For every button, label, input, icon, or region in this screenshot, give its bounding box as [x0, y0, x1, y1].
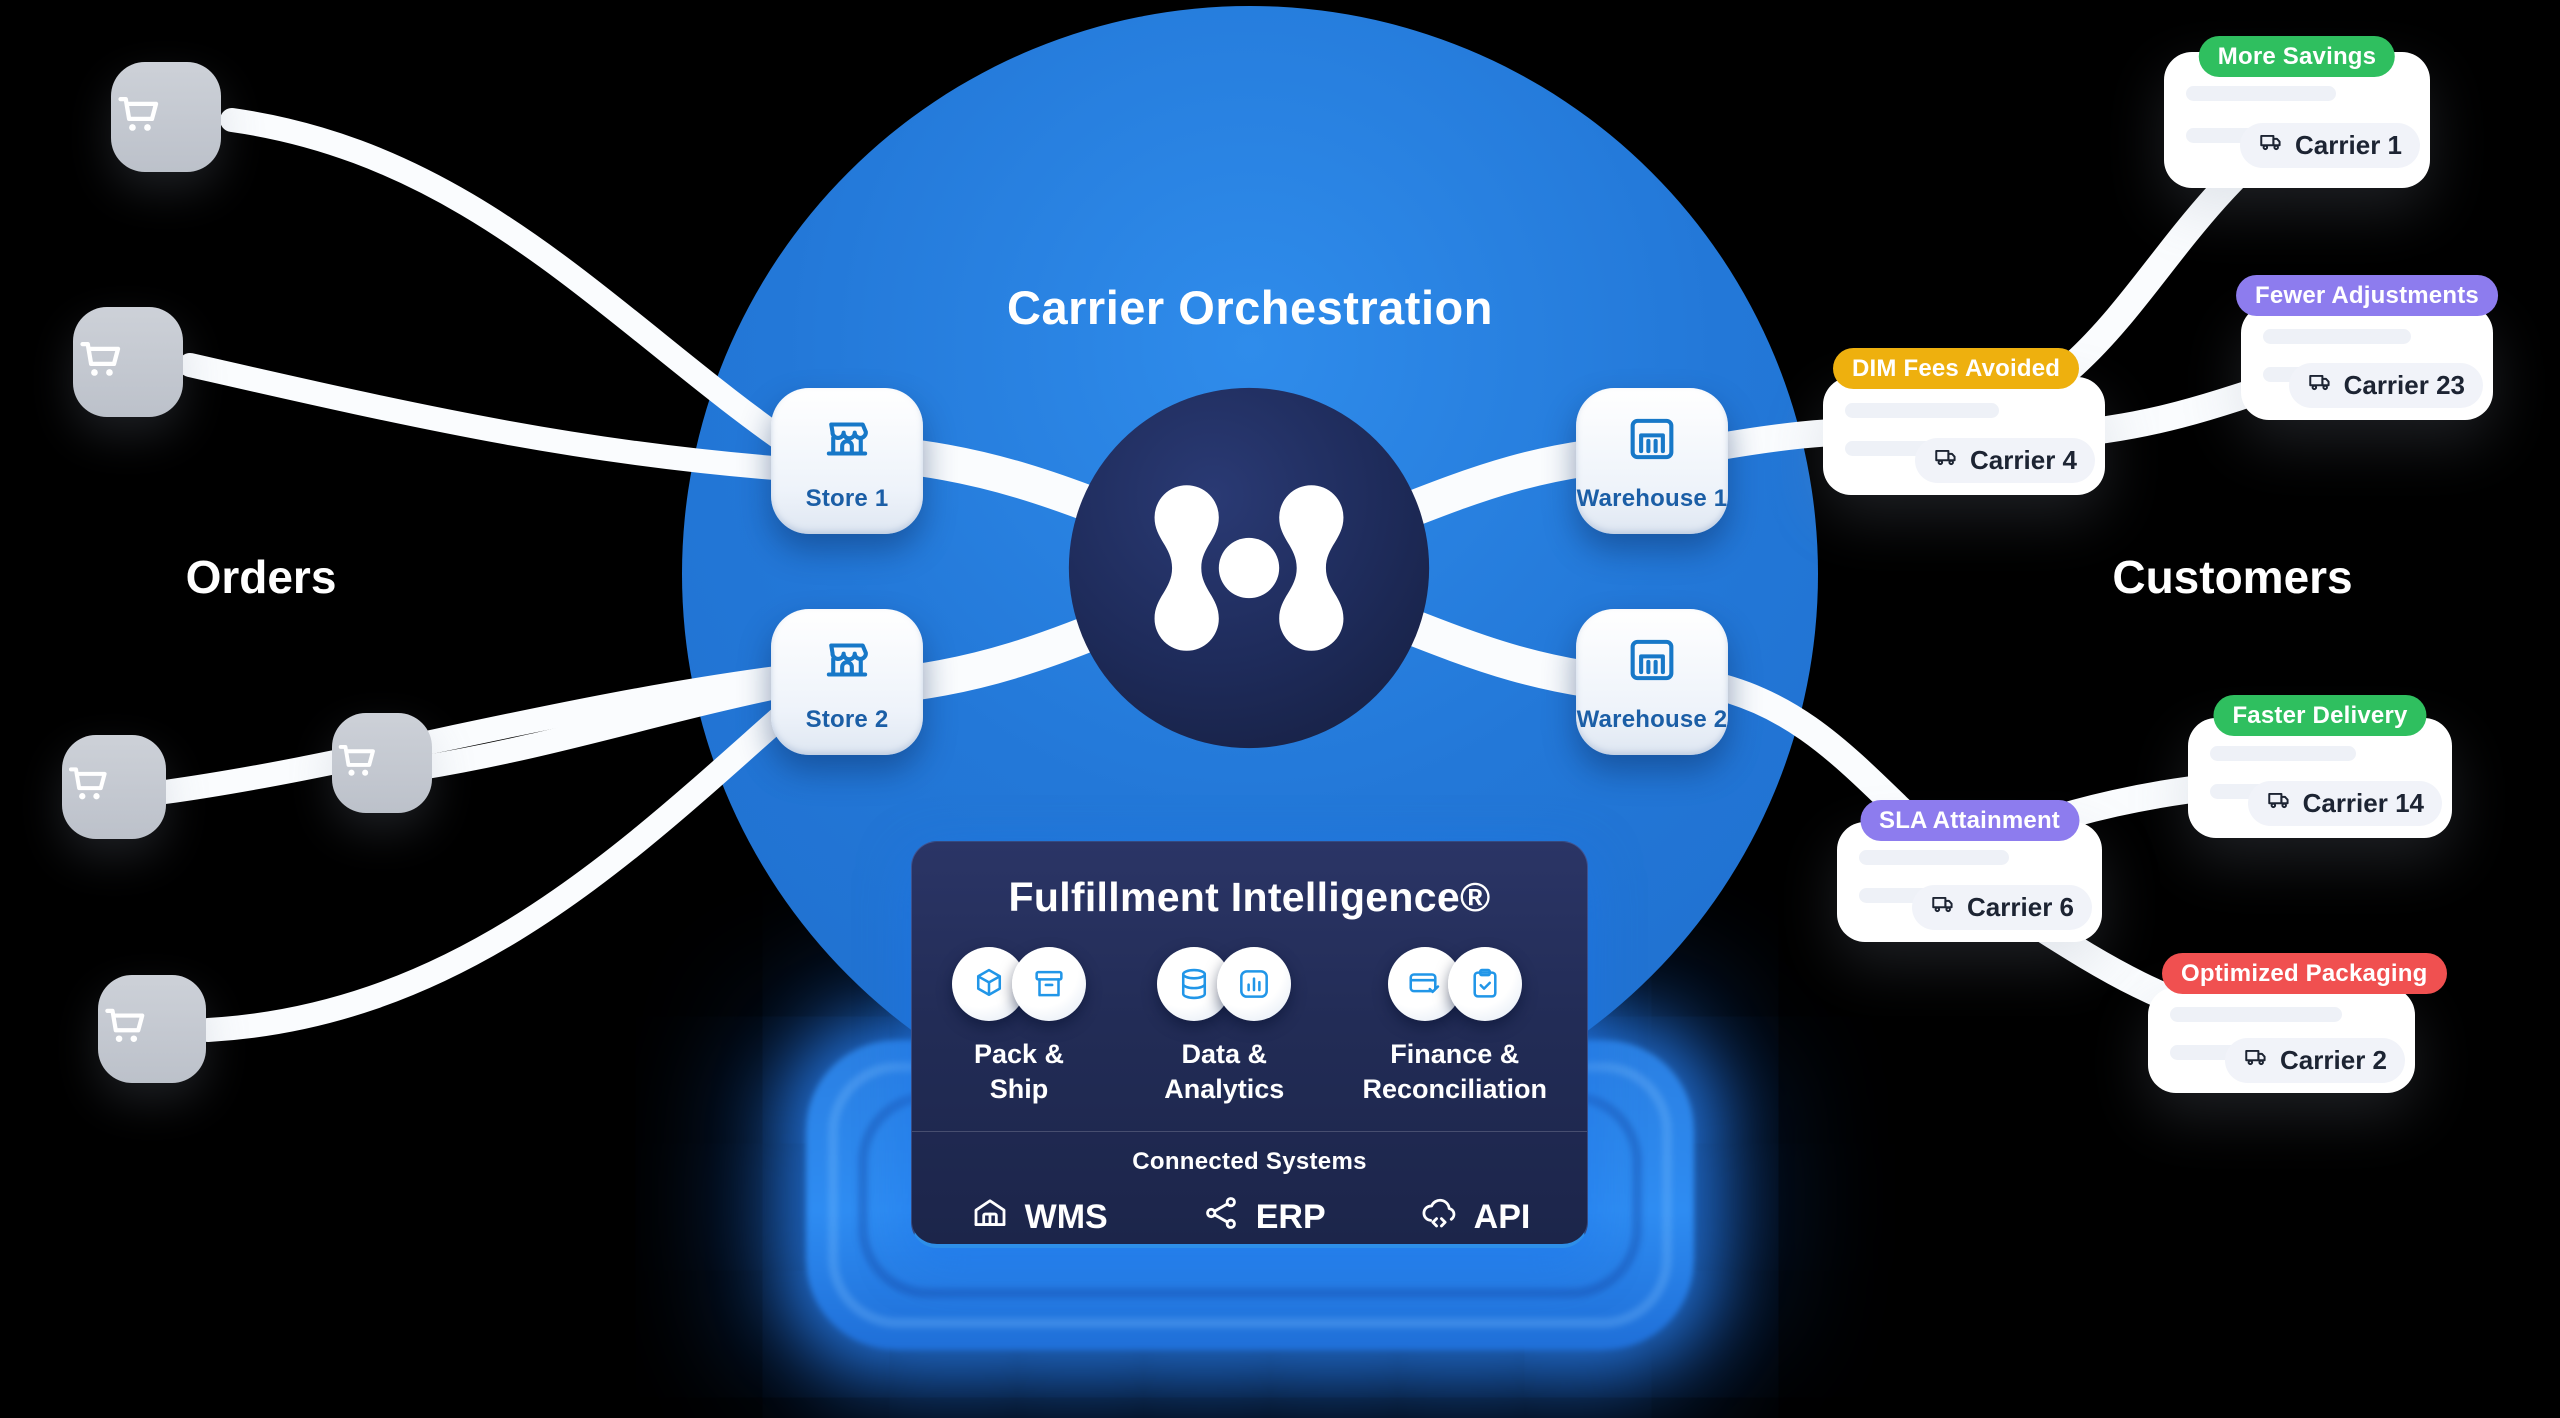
order-cart-2	[73, 307, 183, 417]
carrier-name: Carrier 6	[1967, 892, 2074, 922]
skeleton-line	[2170, 1007, 2342, 1022]
shopping-cart-icon	[62, 757, 166, 816]
carrier-card-fewer-adjustments: Fewer Adjustments Carrier 23	[2236, 275, 2498, 420]
carrier-card-dim-fees-avoided: DIM Fees Avoided Carrier 4	[1823, 348, 2105, 495]
system-label: ERP	[1255, 1198, 1326, 1237]
carrier-card-optimized-packaging: Optimized Packaging Carrier 2	[2148, 953, 2447, 1093]
capabilities-row: Pack & Ship Data & Analytics	[912, 947, 1587, 1107]
share-nodes-icon	[1200, 1192, 1242, 1243]
orders-label: Orders	[185, 551, 337, 603]
curve-cart5-store2	[196, 688, 812, 1042]
clipboard-check-icon	[1447, 947, 1522, 1021]
brand-logo	[1064, 383, 1434, 753]
curve-cart1-store1	[220, 108, 812, 464]
order-cart-5	[98, 975, 206, 1083]
order-cart-4	[62, 735, 166, 839]
carrier-name: Carrier 4	[1970, 445, 2077, 475]
system-wms: WMS	[969, 1192, 1108, 1243]
capability-label: Pack & Ship	[973, 1039, 1065, 1105]
curve-cart2-store1	[178, 353, 812, 482]
capability-pack-ship: Pack & Ship	[952, 947, 1086, 1107]
shopping-cart-icon	[73, 331, 183, 393]
capability-data-analytics: Data & Analytics	[1157, 947, 1292, 1107]
storefront-icon	[818, 410, 876, 473]
storefront-icon	[818, 631, 876, 694]
skeleton-line	[2210, 746, 2356, 761]
warehouse-label: Warehouse 1	[1576, 484, 1728, 512]
benefit-badge: Fewer Adjustments	[2236, 275, 2498, 316]
warehouse-icon	[1623, 631, 1681, 694]
warehouse-icon	[1623, 410, 1681, 473]
connected-systems-row: WMS ERP API	[912, 1192, 1587, 1243]
shopping-cart-icon	[98, 998, 206, 1059]
truck-icon	[1930, 890, 1958, 925]
capability-label: Data & Analytics	[1164, 1039, 1285, 1105]
truck-icon	[1933, 443, 1961, 478]
panel-divider	[912, 1131, 1587, 1133]
shopping-cart-icon	[111, 86, 221, 148]
benefit-badge: Faster Delivery	[2213, 695, 2427, 736]
skeleton-line	[2263, 329, 2411, 344]
carrier-pill: Carrier 2	[2225, 1038, 2405, 1083]
carrier-pill: Carrier 4	[1915, 438, 2095, 483]
carrier-name: Carrier 14	[2302, 788, 2424, 818]
system-erp: ERP	[1200, 1192, 1326, 1243]
warehouse-2-node: Warehouse 2	[1576, 609, 1728, 755]
store-1-node: Store 1	[771, 388, 923, 534]
carrier-pill: Carrier 6	[1912, 885, 2092, 930]
order-cart-1	[111, 62, 221, 172]
shopping-cart-icon	[332, 735, 432, 792]
order-cart-3	[332, 713, 432, 813]
skeleton-line	[1845, 403, 1999, 418]
benefit-badge: SLA Attainment	[1859, 800, 2080, 841]
skeleton-line	[1859, 850, 2009, 865]
panel-title: Fulfillment Intelligence®	[1008, 874, 1491, 920]
carrier-card-sla-attainment: SLA Attainment Carrier 6	[1837, 800, 2102, 942]
carrier-name: Carrier 2	[2280, 1045, 2387, 1075]
truck-icon	[2243, 1043, 2271, 1078]
benefit-badge: More Savings	[2198, 36, 2396, 77]
store-2-node: Store 2	[771, 609, 923, 755]
capability-label: Finance & Reconciliation	[1362, 1039, 1547, 1105]
carrier-pill: Carrier 23	[2288, 363, 2483, 408]
curve-cart3-store2	[408, 670, 812, 780]
page-title: Carrier Orchestration	[1007, 281, 1493, 334]
warehouse-1-node: Warehouse 1	[1576, 388, 1728, 534]
fulfillment-intelligence-panel: Fulfillment Intelligence® Pack & Ship	[911, 841, 1588, 1248]
package-icon	[1012, 947, 1086, 1021]
skeleton-line	[2186, 86, 2336, 101]
benefit-badge: DIM Fees Avoided	[1833, 348, 2080, 389]
truck-icon	[2307, 368, 2335, 403]
benefit-badge: Optimized Packaging	[2162, 953, 2447, 994]
truck-icon	[2266, 786, 2294, 821]
carrier-name: Carrier 1	[2295, 130, 2402, 160]
carrier-pill: Carrier 14	[2247, 781, 2442, 826]
database-icon	[1157, 947, 1232, 1021]
carrier-card-more-savings: More Savings Carrier 1	[2164, 36, 2430, 188]
skeleton-line	[1845, 441, 1937, 456]
curve-cart4-store2	[153, 663, 812, 804]
capability-finance-reconciliation: Finance & Reconciliation	[1362, 947, 1547, 1107]
carrier-card-faster-delivery: Faster Delivery Carrier 14	[2188, 695, 2452, 838]
store-label: Store 1	[805, 484, 889, 512]
warehouse-building-icon	[969, 1192, 1011, 1243]
truck-icon	[2258, 128, 2286, 163]
warehouse-label: Warehouse 2	[1576, 705, 1728, 733]
system-label: WMS	[1024, 1198, 1108, 1237]
logo-h-mark	[1154, 485, 1344, 651]
customers-label: Customers	[2112, 551, 2353, 603]
cloud-code-icon	[1418, 1192, 1460, 1243]
system-label: API	[1473, 1198, 1531, 1237]
carrier-name: Carrier 23	[2343, 370, 2465, 400]
system-api: API	[1418, 1192, 1531, 1243]
store-label: Store 2	[805, 705, 889, 733]
bar-chart-icon	[1217, 947, 1292, 1021]
carrier-pill: Carrier 1	[2240, 123, 2420, 168]
connected-systems-title: Connected Systems	[1132, 1148, 1367, 1176]
